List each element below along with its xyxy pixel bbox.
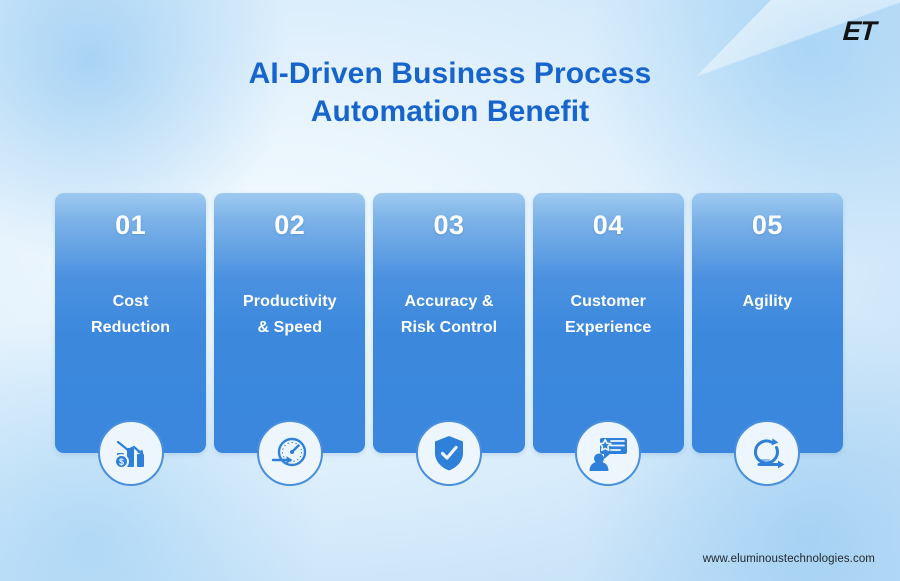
card-label: Productivity & Speed [221, 289, 358, 342]
page-title: AI-Driven Business Process Automation Be… [0, 55, 900, 131]
card-label-line-2: Reduction [91, 319, 171, 337]
card-icon-badge: $ [97, 420, 164, 486]
card-label-line-1: Agility [742, 293, 793, 310]
benefit-card-cost-reduction[interactable]: 01 Cost Reduction $ [55, 193, 207, 486]
circular-arrows-refresh-icon [747, 434, 787, 472]
card-label-line-2: & Speed [257, 319, 323, 337]
benefit-card-agility[interactable]: 05 Agility [691, 193, 844, 486]
speedometer-arrow-icon [270, 433, 310, 473]
card-number: 04 [592, 210, 624, 240]
person-feedback-star-icon [588, 434, 628, 472]
card-label: Agility [699, 289, 836, 315]
card-number: 03 [433, 210, 465, 240]
card-label: Cost Reduction [62, 289, 199, 342]
card-number: 01 [115, 210, 147, 240]
card-label-line-1: Productivity [242, 293, 337, 310]
card-icon-badge [575, 420, 642, 486]
benefit-card-customer-experience[interactable]: 04 Customer Experience [532, 193, 684, 486]
page-title-line-1: AI-Driven Business Process [248, 57, 652, 90]
svg-text:$: $ [119, 457, 124, 467]
benefit-card-accuracy-risk-control[interactable]: 03 Accuracy & Risk Control [373, 193, 525, 486]
footer-website-url[interactable]: www.eluminoustechnologies.com [702, 553, 875, 565]
card-label-line-1: Accuracy & [404, 293, 494, 310]
card-number: 05 [751, 210, 783, 240]
card-icon-badge [416, 420, 482, 486]
shield-check-icon [432, 434, 466, 472]
et-logo: ET [842, 16, 878, 46]
card-label: Customer Experience [540, 289, 677, 342]
benefit-card-row: 01 Cost Reduction $ [55, 193, 844, 486]
card-number: 02 [274, 210, 306, 240]
benefit-card-productivity-speed[interactable]: 02 Productivity & Speed [214, 193, 366, 486]
declining-bar-chart-dollar-icon: $ [112, 434, 150, 472]
card-label-line-2: Risk Control [400, 319, 498, 337]
page-title-line-2: Automation Benefit [310, 95, 590, 129]
card-label-line-1: Cost [112, 293, 149, 310]
card-label-line-1: Customer [570, 293, 646, 310]
card-icon-badge [256, 420, 323, 486]
card-icon-badge [734, 420, 801, 486]
card-label: Accuracy & Risk Control [380, 289, 517, 342]
card-label-line-2: Experience [565, 319, 652, 337]
